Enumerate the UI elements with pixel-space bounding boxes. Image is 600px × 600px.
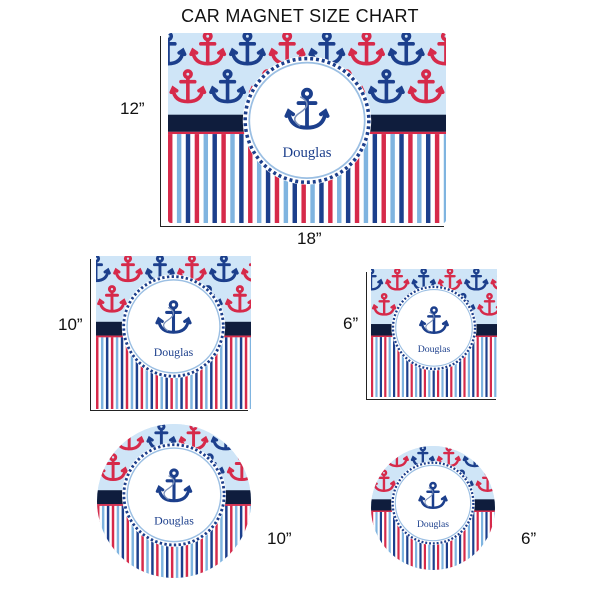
size-label-6in-square: 6” <box>343 314 359 333</box>
nautical-anchor-artwork: Douglas <box>371 269 497 397</box>
magnet-6in-square: Douglas <box>371 269 497 397</box>
anchor-icon <box>189 33 227 66</box>
dimension-rule-vertical <box>90 259 91 410</box>
anchor-icon <box>168 33 187 66</box>
magnet-18x12-rectangle: Douglas <box>168 33 446 223</box>
anchor-icon <box>371 469 396 492</box>
dimension-rule-vertical <box>366 272 367 399</box>
page-title: CAR MAGNET SIZE CHART <box>181 6 419 26</box>
size-label-10in-square: 10” <box>58 315 83 334</box>
personalized-name-text: Douglas <box>154 345 194 359</box>
anchor-icon <box>97 285 127 313</box>
anchor-icon <box>113 256 143 283</box>
anchor-icon <box>477 292 497 316</box>
anchor-icon <box>371 446 384 468</box>
anchor-icon <box>488 452 495 467</box>
personalized-name-text: Douglas <box>154 513 194 527</box>
anchor-icon <box>464 269 489 291</box>
anchor-icon <box>209 69 246 104</box>
anchor-icon <box>229 33 266 66</box>
anchor-icon <box>243 432 251 450</box>
nautical-anchor-artwork: Douglas <box>371 446 495 570</box>
size-label-10in-circle: 10” <box>267 529 292 548</box>
anchor-icon <box>407 69 445 104</box>
height-label-12in: 12” <box>120 99 145 118</box>
magnet-10in-circle: Douglas <box>97 424 251 578</box>
dimension-rule-horizontal <box>90 410 248 411</box>
dimension-rule-horizontal <box>160 226 444 227</box>
personalized-name-text: Douglas <box>418 344 451 355</box>
anchor-icon <box>225 285 251 313</box>
anchor-icon <box>96 256 111 283</box>
magnet-6in-circle: Douglas <box>371 446 495 570</box>
anchor-icon <box>367 69 405 104</box>
nautical-anchor-artwork: Douglas <box>168 33 446 223</box>
anchor-icon <box>427 33 446 66</box>
magnet-10in-square: Douglas <box>96 256 251 409</box>
nautical-anchor-artwork: Douglas <box>97 424 251 578</box>
anchor-icon <box>209 256 239 283</box>
dimension-rule-vertical <box>160 36 161 226</box>
anchor-icon <box>371 269 384 291</box>
personalized-name-text: Douglas <box>282 145 331 161</box>
personalized-name-text: Douglas <box>417 519 449 530</box>
anchor-icon <box>385 269 410 291</box>
anchor-icon <box>371 292 397 316</box>
dimension-rule-horizontal <box>366 399 496 400</box>
anchor-icon <box>97 424 112 451</box>
width-label-18in: 18” <box>297 229 322 248</box>
nautical-anchor-artwork: Douglas <box>96 256 251 409</box>
anchor-icon <box>387 33 425 66</box>
anchor-icon <box>98 453 129 482</box>
anchor-icon <box>169 69 207 104</box>
size-label-6in-circle: 6” <box>521 529 537 548</box>
anchor-icon <box>348 33 385 66</box>
